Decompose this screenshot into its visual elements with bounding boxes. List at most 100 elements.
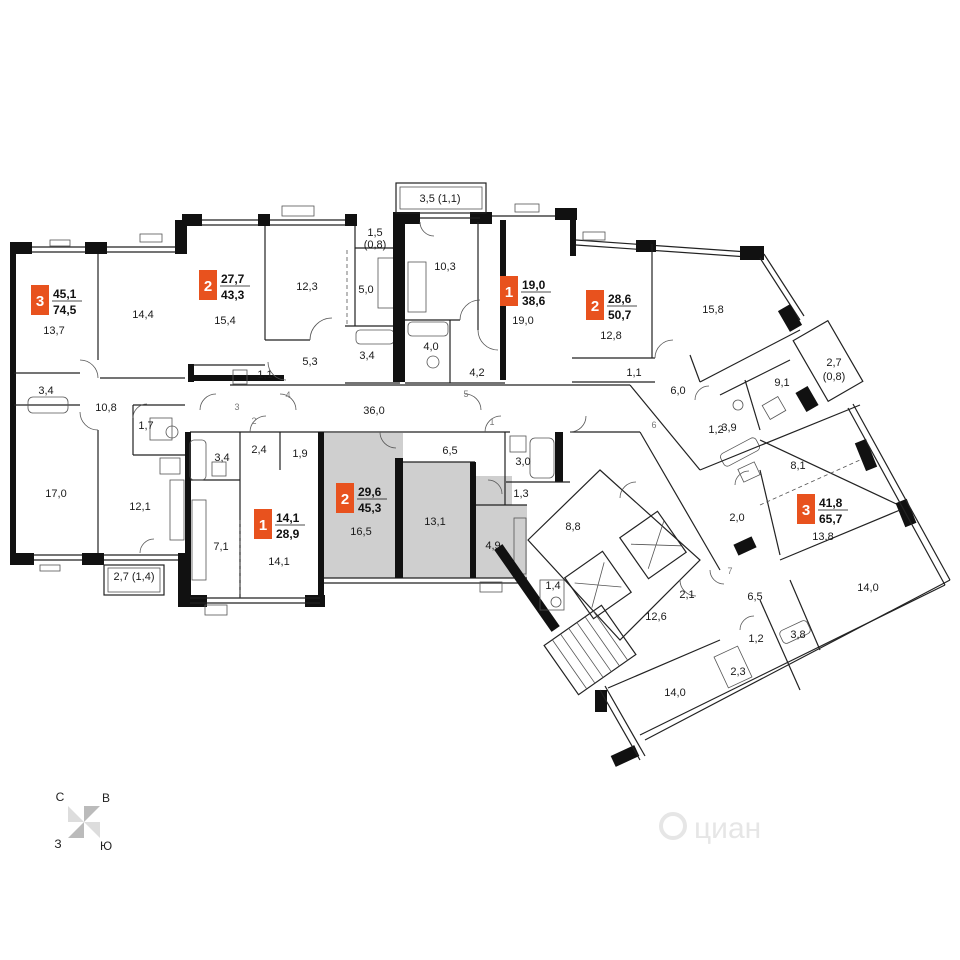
room-area: 1,2 (708, 424, 723, 436)
badge-living: 28,6 (608, 292, 632, 306)
badge-living: 45,1 (53, 287, 77, 301)
room-area: (0,8) (364, 239, 387, 251)
room-area: 3,5 (1,1) (420, 193, 461, 205)
room-area: 4,9 (485, 540, 500, 552)
badge-total: 28,9 (276, 527, 300, 541)
room-area: 5,3 (302, 356, 317, 368)
room-area: 3,9 (721, 422, 736, 434)
badge-rooms: 1 (259, 517, 267, 534)
north-west-block (182, 205, 400, 385)
room-area: 3,4 (359, 350, 374, 362)
badge-total: 45,3 (358, 501, 382, 515)
room-area: 12,6 (645, 611, 666, 623)
room-area: 9,1 (774, 377, 789, 389)
badge-rooms: 2 (591, 298, 599, 315)
compass-east: В (102, 791, 110, 805)
badge-total: 65,7 (819, 512, 843, 526)
room-area: 6,0 (670, 385, 685, 397)
room-area: 4,2 (469, 367, 484, 379)
room-area: 14,0 (664, 687, 685, 699)
room-area: 6,5 (442, 445, 457, 457)
door-number: 4 (285, 390, 290, 400)
apartment-badge-6[interactable]: 2 29,6 45,3 (336, 483, 387, 515)
room-area: 1,9 (292, 448, 307, 460)
badge-total: 43,3 (221, 288, 245, 302)
core (494, 469, 725, 696)
north-centre-block (393, 182, 577, 384)
badge-rooms: 2 (341, 491, 349, 508)
door-number: 2 (251, 416, 256, 426)
watermark-text: циан (694, 812, 761, 845)
badge-rooms: 2 (204, 278, 212, 295)
badge-rooms: 3 (802, 502, 810, 519)
room-area: 10,8 (95, 402, 116, 414)
badge-total: 74,5 (53, 303, 77, 317)
badge-living: 27,7 (221, 272, 245, 286)
compass-south: Ю (100, 839, 112, 853)
room-area: 16,5 (350, 526, 371, 538)
room-area: 12,1 (129, 501, 150, 513)
room-area: 5,0 (358, 284, 373, 296)
room-area: 1,4 (545, 580, 560, 592)
compass: С В З Ю (54, 790, 112, 853)
south-east-block (595, 403, 951, 767)
badge-living: 19,0 (522, 278, 546, 292)
apartment-badge-4[interactable]: 2 28,6 50,7 (586, 290, 637, 322)
room-area: 8,1 (790, 460, 805, 472)
room-area: 1,1 (257, 369, 272, 381)
room-area: 36,0 (363, 405, 384, 417)
room-area: 19,0 (512, 315, 533, 327)
door-number: 3 (234, 402, 239, 412)
apartment-badge-3[interactable]: 1 19,0 38,6 (500, 276, 551, 308)
badge-total: 38,6 (522, 294, 546, 308)
south-centre-block (185, 431, 570, 616)
room-area: 17,0 (45, 488, 66, 500)
door-number: 7 (727, 566, 732, 576)
room-area: 7,1 (213, 541, 228, 553)
apartment-badge-2[interactable]: 2 27,7 43,3 (199, 270, 250, 302)
compass-north: С (56, 790, 65, 804)
room-area: 1,5 (367, 227, 382, 239)
room-area: 4,0 (423, 341, 438, 353)
room-area: 1,2 (748, 633, 763, 645)
room-area: 14,0 (857, 582, 878, 594)
room-area: 6,5 (747, 591, 762, 603)
room-area: 3,8 (790, 629, 805, 641)
room-area: 2,4 (251, 444, 266, 456)
room-area: 13,1 (424, 516, 445, 528)
badge-rooms: 3 (36, 293, 44, 310)
badge-rooms: 1 (505, 284, 513, 301)
apartment-badge-5[interactable]: 1 14,1 28,9 (254, 509, 305, 541)
door-number: 1 (489, 417, 494, 427)
badge-total: 50,7 (608, 308, 632, 322)
room-area: 1,7 (138, 420, 153, 432)
door-number: 6 (651, 420, 656, 430)
west-block (10, 220, 188, 607)
room-area: 14,1 (268, 556, 289, 568)
room-area: (0,8) (823, 371, 846, 383)
room-area: 15,4 (214, 315, 235, 327)
badge-living: 41,8 (819, 496, 843, 510)
room-area: 2,0 (729, 512, 744, 524)
room-area: 13,7 (43, 325, 64, 337)
room-area: 2,7 (1,4) (114, 571, 155, 583)
room-area: 15,8 (702, 304, 723, 316)
room-area: 2,1 (679, 589, 694, 601)
compass-west: З (54, 837, 61, 851)
badge-living: 14,1 (276, 511, 300, 525)
door-number: 5 (463, 389, 468, 399)
room-area: 12,3 (296, 281, 317, 293)
room-area: 12,8 (600, 330, 621, 342)
apartment-badge-7[interactable]: 3 41,8 65,7 (797, 494, 848, 526)
room-area: 1,1 (626, 367, 641, 379)
door-numbers: 1 2 3 4 5 6 7 (234, 389, 732, 576)
room-area: 2,3 (730, 666, 745, 678)
room-area: 3,0 (515, 456, 530, 468)
apartment-badge-1[interactable]: 3 45,1 74,5 (31, 285, 82, 317)
north-east-block (572, 231, 864, 467)
room-area: 3,4 (214, 452, 229, 464)
room-area: 3,4 (38, 385, 53, 397)
room-area: 1,3 (513, 488, 528, 500)
room-area: 8,8 (565, 521, 580, 533)
room-area: 14,4 (132, 309, 153, 321)
